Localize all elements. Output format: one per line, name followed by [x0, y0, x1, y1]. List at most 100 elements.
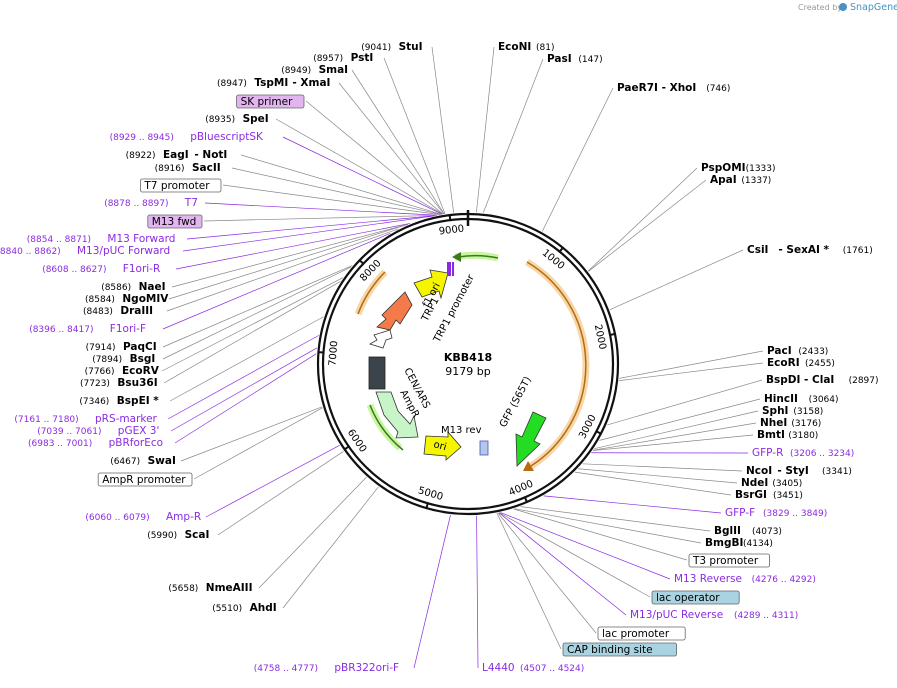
map-label: (8878 .. 8897) T7 — [104, 197, 198, 209]
leader-line — [204, 202, 437, 216]
leader-line — [476, 515, 479, 669]
label-name: BmtI — [757, 429, 785, 441]
label-range: (3206 .. 3234) — [790, 449, 854, 459]
label-name: BsgI — [130, 353, 156, 365]
label-name: BspDI — [766, 374, 800, 386]
leader-line — [338, 82, 445, 215]
label-pos: (8586) — [101, 283, 131, 293]
map-label: (6060 .. 6079)Amp-R — [85, 511, 201, 523]
tick-mark — [558, 246, 565, 254]
leader-line — [431, 46, 455, 213]
label-extra: - XmaI — [292, 77, 330, 89]
label-name: EcoRI — [767, 357, 800, 369]
label-feature: F1ori-R — [123, 263, 160, 275]
feature-layer — [354, 251, 590, 471]
map-label: T3 promoter — [688, 553, 770, 568]
tick-mark — [595, 429, 603, 435]
tick-mark — [317, 351, 325, 354]
label-name: CsiI — [747, 244, 768, 256]
map-label: SphI(3158) — [762, 405, 823, 417]
leader-line — [162, 266, 352, 360]
snapgene-logo-icon — [839, 3, 847, 11]
label-range: (4289 .. 4311) — [734, 611, 798, 621]
label-name: EagI — [163, 149, 189, 161]
leader-lines — [161, 46, 764, 669]
label-extra: - ClaI — [804, 374, 834, 386]
leader-line — [476, 46, 495, 213]
label-name: PaeR7I — [617, 82, 658, 94]
leader-line — [171, 224, 409, 288]
label-pos: (2433) — [798, 347, 828, 357]
label-name: PspOMI — [701, 162, 746, 174]
map-label: BmtI(3180) — [757, 429, 818, 441]
label-name: BmgBI — [705, 537, 743, 549]
plasmid-name: KBB418 — [444, 351, 492, 364]
label-box — [147, 214, 203, 229]
label-pos: (8916) — [155, 164, 185, 174]
label-pos: (3405) — [772, 479, 802, 489]
label-pos: (7723) — [80, 379, 110, 389]
tick-label: 9000 — [438, 223, 465, 237]
leader-line — [543, 495, 722, 514]
label-box — [688, 553, 770, 568]
label-pos: (5658) — [168, 584, 198, 594]
leader-line — [482, 58, 544, 213]
map-label: lac operator — [651, 590, 740, 605]
label-name: SwaI — [148, 455, 176, 467]
map-label: BsrGI(3451) — [735, 489, 803, 501]
label-range: (4276 .. 4292) — [752, 575, 816, 585]
label-pos: (8947) — [217, 79, 247, 89]
tick-mark — [358, 258, 365, 266]
map-label: (8840 .. 8862)M13/pUC Forward — [0, 245, 170, 257]
feature-label-gfp: GFP (S65T) — [498, 375, 534, 429]
label-box — [562, 642, 677, 657]
label-pos: (3341) — [822, 467, 852, 477]
map-label: ApaI(1337) — [710, 174, 771, 186]
label-feature: M13/pUC Forward — [77, 245, 170, 257]
map-label: (7723) Bsu36I — [80, 377, 158, 389]
leader-line — [168, 224, 408, 300]
map-label: EcoNI(81) — [498, 41, 554, 53]
label-pos: (1333) — [746, 164, 776, 174]
leader-line — [514, 508, 702, 544]
feature-marker — [452, 262, 454, 276]
orange-arc-left-line — [357, 271, 386, 315]
map-label: (8935)SpeI — [205, 113, 269, 125]
leader-line — [193, 407, 323, 480]
label-name: EcoNI — [498, 41, 531, 53]
label-pos: (7914) — [86, 343, 116, 353]
label-name: NheI — [760, 417, 787, 429]
label-pos: (3064) — [809, 395, 839, 405]
leader-line — [175, 223, 411, 270]
map-label: NcoI- StyI(3341) — [746, 465, 852, 477]
label-name: ScaI — [185, 529, 210, 541]
tick-mark — [523, 496, 529, 504]
map-label: L4440(4507 .. 4524) — [482, 662, 584, 674]
label-range: (8854 .. 8871) — [27, 235, 91, 245]
map-label: GFP-F(3829 .. 3849) — [725, 507, 827, 519]
feature-marker — [447, 262, 451, 276]
leader-line — [217, 451, 344, 536]
tick-label: 6000 — [345, 428, 369, 455]
map-label: (8483)DraIII — [83, 305, 153, 317]
leader-line — [282, 486, 379, 609]
label-name: NdeI — [741, 477, 768, 489]
leader-line — [578, 468, 738, 484]
tick-label: 7000 — [327, 340, 340, 366]
leader-line — [305, 100, 444, 215]
map-label: (8584)NgoMIV — [85, 293, 169, 305]
label-name: Bsu36I — [117, 377, 157, 389]
map-label: PacI(2433) — [767, 345, 828, 357]
label-feature: T7 — [184, 197, 198, 209]
map-label: EcoRI(2455) — [767, 357, 835, 369]
map-label: M13/pUC Reverse(4289 .. 4311) — [630, 609, 798, 621]
map-label: BspDI- ClaI(2897) — [766, 374, 879, 386]
label-pos: (8584) — [85, 295, 115, 305]
label-feature: pBRforEco — [109, 437, 163, 449]
leader-line — [500, 512, 671, 580]
label-range: (8878 .. 8897) — [104, 199, 168, 209]
map-label: M13 Reverse(4276 .. 4292) — [674, 573, 816, 585]
map-label: lac promoter — [597, 626, 686, 641]
map-label: (8586)NaeI — [101, 281, 165, 293]
leader-line — [170, 347, 318, 432]
